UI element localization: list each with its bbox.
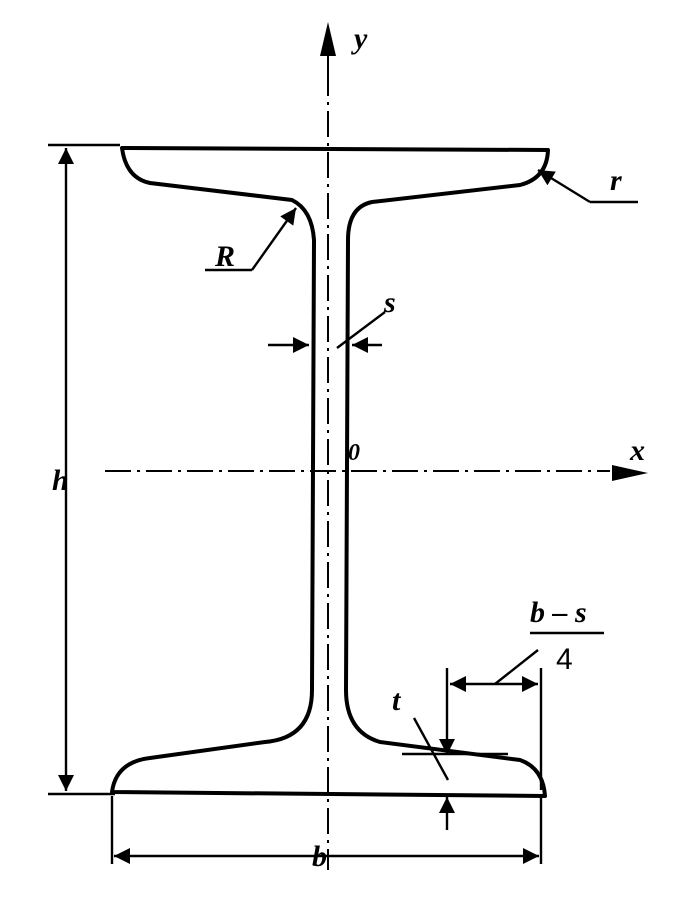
fraction-denominator-label: 4 <box>556 643 573 676</box>
height-label: h <box>52 464 69 497</box>
y-axis-label: y <box>351 22 368 55</box>
origin-label: 0 <box>348 440 360 466</box>
toe-radius-label: r <box>610 164 622 197</box>
width-label: b <box>312 840 327 873</box>
toe-radius-leader <box>537 168 638 204</box>
web-thickness-dimension <box>268 311 386 353</box>
width-dimension <box>110 796 543 864</box>
y-axis <box>320 22 336 870</box>
root-radius-label: R <box>214 240 235 273</box>
x-axis <box>105 465 648 481</box>
fraction-numerator-label: b – s <box>530 596 587 629</box>
height-dimension <box>48 143 120 796</box>
web-thickness-label: s <box>383 286 396 319</box>
flange-thickness-dimension <box>402 631 604 830</box>
root-radius-leader <box>205 207 297 272</box>
i-beam-outline <box>110 146 550 798</box>
flange-thickness-label: t <box>392 684 402 717</box>
x-axis-label: x <box>629 434 645 467</box>
